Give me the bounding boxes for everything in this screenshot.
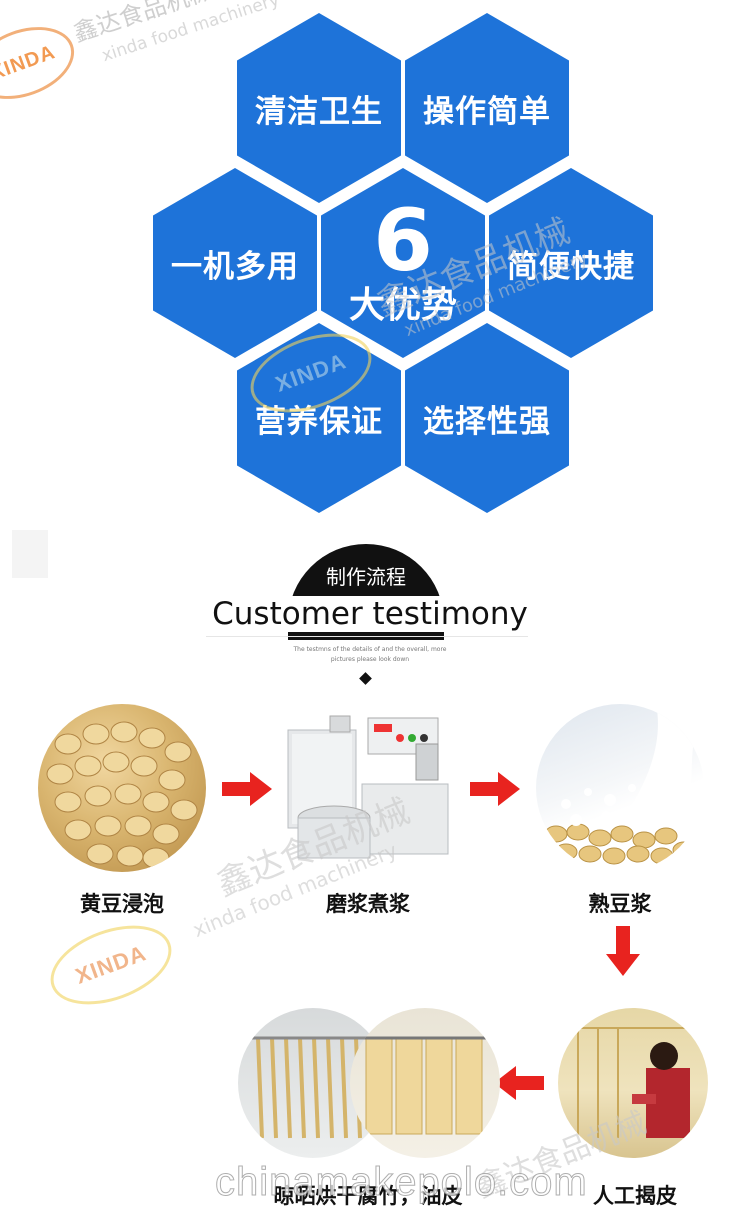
step-label-grind: 磨浆煮浆 — [326, 892, 410, 916]
arrow-right-icon — [222, 772, 272, 806]
hex-label-nutrition: 营养保证 — [255, 403, 383, 440]
xinda-logo-hex-text: XINDA — [272, 348, 350, 397]
step-label-peel: 人工揭皮 — [593, 1184, 677, 1208]
hex-label-selective: 选择性强 — [423, 403, 551, 440]
hex-multi: 一机多用 — [153, 168, 317, 358]
hex-center-number: 6 — [373, 191, 433, 291]
step-label-cooked-milk: 熟豆浆 — [588, 892, 652, 916]
drying-yuba-sticks — [248, 1036, 378, 1139]
soybean-texture — [46, 721, 198, 869]
hex-label-multi: 一机多用 — [171, 248, 299, 285]
xinda-logo-mid: XINDA — [39, 910, 183, 1020]
step-label-dry: 晾晒烘干腐竹，油皮 — [273, 1184, 463, 1208]
machine-image — [282, 714, 454, 862]
site-watermark: chinamakepolo.com — [215, 1160, 588, 1205]
header-diamond — [359, 672, 372, 685]
soymilk-illustration — [544, 704, 704, 865]
soymilk-image — [536, 704, 704, 872]
header-underline — [206, 636, 528, 637]
peeling-image — [558, 1008, 708, 1158]
arrow-right-icon-2 — [470, 772, 520, 806]
hex-selective: 选择性强 — [405, 323, 569, 513]
hex-label-simple: 操作简单 — [423, 93, 551, 130]
header-tiny-line1: The testmns of the details of and the ov… — [293, 646, 447, 653]
arrow-down-icon — [606, 926, 640, 976]
drying-image-right — [350, 1008, 500, 1158]
hex-label-convenient: 简便快捷 — [507, 248, 635, 285]
soybean-image — [38, 704, 206, 872]
machine-illustration — [287, 715, 449, 859]
hex-clean: 清洁卫生 — [237, 13, 401, 203]
peeling-illustration — [568, 1027, 698, 1138]
hex-label-clean: 清洁卫生 — [255, 93, 383, 130]
drying-yuba-sheets — [356, 1036, 494, 1135]
process-header-cn: 制作流程 — [326, 565, 406, 589]
process-header-en: Customer testimony — [170, 596, 570, 632]
hex-center-label: 大优势 — [348, 285, 457, 326]
xinda-logo-mid-text: XINDA — [72, 940, 150, 989]
xinda-logo-top: XINDA — [0, 13, 85, 113]
arrow-left-icon — [494, 1066, 544, 1100]
faint-block — [12, 530, 48, 578]
step-label-soak: 黄豆浸泡 — [80, 892, 164, 916]
xinda-logo-text: XINDA — [0, 40, 59, 85]
hex-simple: 操作简单 — [405, 13, 569, 203]
header-tiny-line2: pictures please look down — [330, 656, 410, 663]
